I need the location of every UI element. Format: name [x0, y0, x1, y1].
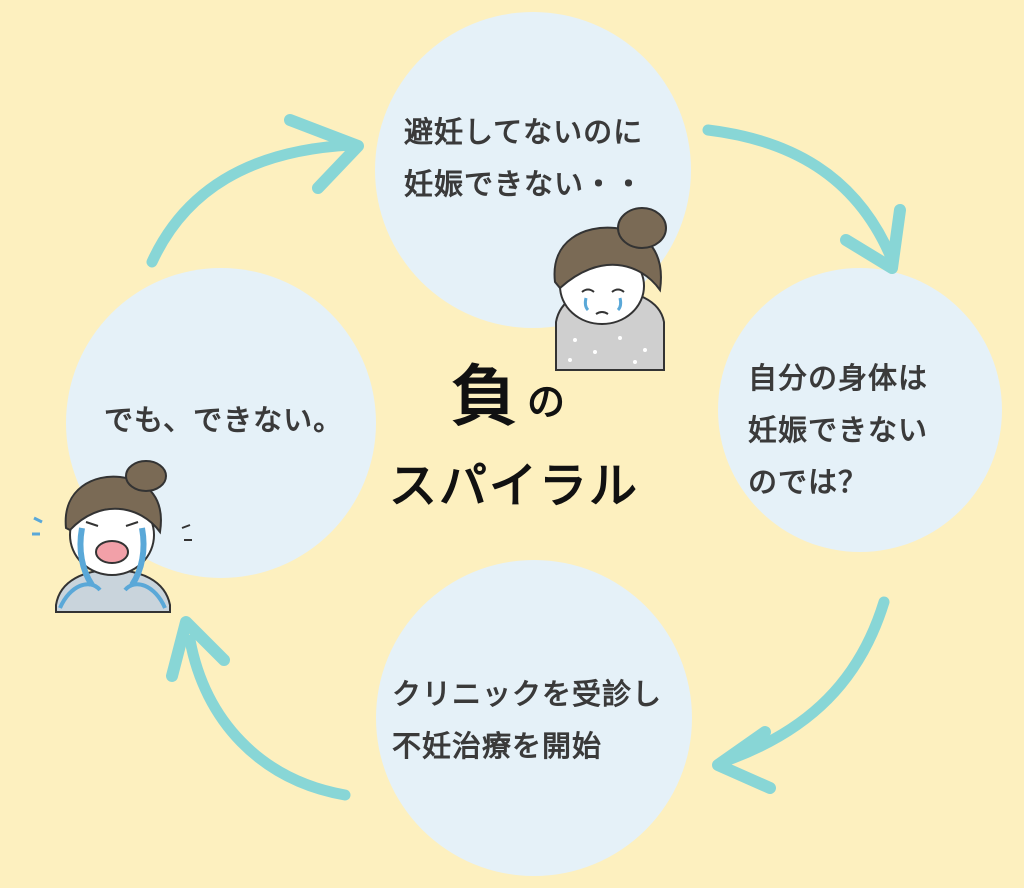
step-circle-bottom — [376, 560, 692, 876]
step-text-top: 避妊してないのに 妊娠できない・・ — [404, 106, 644, 210]
arrowhead-icon — [840, 204, 906, 274]
arrowhead-icon — [712, 726, 776, 794]
step-left-line1: でも、できない。 — [104, 403, 344, 437]
cycle-arrow-icon — [146, 139, 358, 268]
step-circle-right — [718, 268, 1002, 552]
center-title-main: 負 — [451, 358, 517, 435]
step-text-bottom: クリニックを受診し 不妊治療を開始 — [392, 668, 662, 772]
step-right-line2: 妊娠できない — [748, 413, 929, 447]
step-bottom-line1: クリニックを受診し — [392, 677, 663, 711]
step-top-line1: 避妊してないのに — [404, 115, 644, 149]
step-text-right: 自分の身体は 妊娠できない のでは？ — [748, 352, 928, 508]
cycle-arrow-icon — [702, 124, 896, 261]
step-right-line3: のでは？ — [748, 465, 869, 499]
step-top-line2: 妊娠できない・・ — [404, 167, 645, 201]
step-text-left: でも、できない。 — [104, 394, 343, 446]
center-title-particle: の — [527, 380, 566, 424]
center-title-subtitle: スパイラル — [389, 458, 640, 514]
cycle-arrow-icon — [184, 634, 351, 801]
arrowhead-icon — [284, 114, 364, 194]
cycle-arrow-icon — [722, 596, 890, 766]
arrowhead-icon — [166, 616, 230, 682]
step-bottom-line2: 不妊治療を開始 — [392, 729, 603, 763]
step-right-line1: 自分の身体は — [748, 361, 929, 395]
